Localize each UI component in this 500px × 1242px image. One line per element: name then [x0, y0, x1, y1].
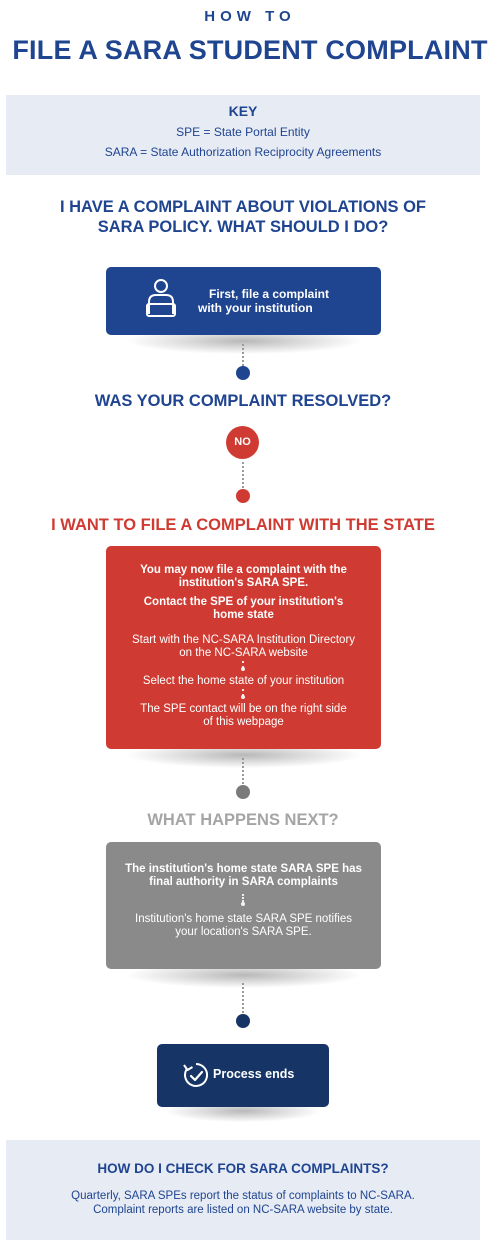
process-end-box: Process ends	[157, 1044, 329, 1107]
mini-node	[241, 695, 245, 699]
connector-node	[236, 785, 250, 799]
next-second-line-2: your location's SARA SPE.	[175, 926, 312, 938]
next-steps-box: The institution's home state SARA SPE ha…	[106, 842, 381, 969]
key-line-sara: SARA = State Authorization Reciprocity A…	[104, 145, 382, 159]
footer-line-2: Complaint reports are listed on NC-SARA …	[93, 1204, 393, 1216]
step1-text-line-1: First, file a complaint	[208, 287, 330, 301]
footer-line-1: Quarterly, SARA SPEs report the status o…	[71, 1190, 415, 1202]
next-heading: WHAT HAPPENS NEXT?	[147, 811, 339, 829]
key-panel	[6, 95, 480, 175]
state-intro-line-2: institution's SARA SPE.	[178, 577, 309, 589]
mini-node	[241, 667, 245, 671]
resolved-question: WAS YOUR COMPLAINT RESOLVED?	[94, 392, 392, 410]
page-title: FILE A SARA STUDENT COMPLAINT	[12, 35, 488, 65]
process-end-label: Process ends	[213, 1067, 295, 1081]
state-contact-line-2: home state	[213, 609, 274, 621]
state-step1-line-1: Start with the NC-SARA Institution Direc…	[131, 634, 356, 646]
next-second-line-1: Institution's home state SARA SPE notifi…	[135, 913, 352, 925]
next-first-line-1: The institution's home state SARA SPE ha…	[125, 863, 362, 875]
mini-connector	[242, 894, 244, 902]
mini-connector	[242, 689, 244, 696]
key-line-spe: SPE = State Portal Entity	[176, 125, 310, 139]
state-step3-line-2: of this webpage	[203, 716, 284, 728]
footer-panel	[6, 1140, 480, 1240]
state-step1-line-2: on the NC-SARA website	[179, 647, 308, 659]
step1-box: First, file a complaint with your instit…	[106, 267, 381, 335]
person-at-laptop-icon	[146, 279, 176, 317]
connector-dots	[242, 983, 244, 1013]
mini-node	[241, 902, 245, 906]
footer-title: HOW DO I CHECK FOR SARA COMPLAINTS?	[97, 1161, 389, 1176]
kicker-text: HOW TO	[204, 8, 296, 25]
state-complaint-box: You may now file a complaint with the in…	[106, 546, 381, 749]
mini-connector	[242, 661, 244, 668]
state-contact-line-1: Contact the SPE of your institution's	[143, 596, 344, 608]
state-step2-line: Select the home state of your institutio…	[142, 675, 345, 687]
state-intro-line-1: You may now file a complaint with the	[140, 564, 347, 576]
key-title: KEY	[228, 103, 258, 119]
circular-check-icon	[183, 1063, 208, 1087]
connector-dots	[242, 462, 244, 488]
question-heading-line-2: SARA POLICY. WHAT SHOULD I DO?	[97, 218, 389, 236]
connector-node	[236, 1014, 250, 1028]
connector-dots	[242, 758, 244, 784]
connector-node	[236, 366, 250, 380]
state-complaint-heading: I WANT TO FILE A COMPLAINT WITH THE STAT…	[51, 516, 435, 534]
step1-text-line-2: with your institution	[198, 301, 313, 315]
no-answer-badge: NO	[226, 426, 259, 459]
state-step3-line-1: The SPE contact will be on the right sid…	[140, 703, 347, 715]
connector-dots	[242, 344, 244, 366]
next-first-line-2: final authority in SARA complaints	[149, 876, 338, 888]
question-heading-line-1: I HAVE A COMPLAINT ABOUT VIOLATIONS OF	[59, 198, 427, 216]
connector-node	[236, 489, 250, 503]
